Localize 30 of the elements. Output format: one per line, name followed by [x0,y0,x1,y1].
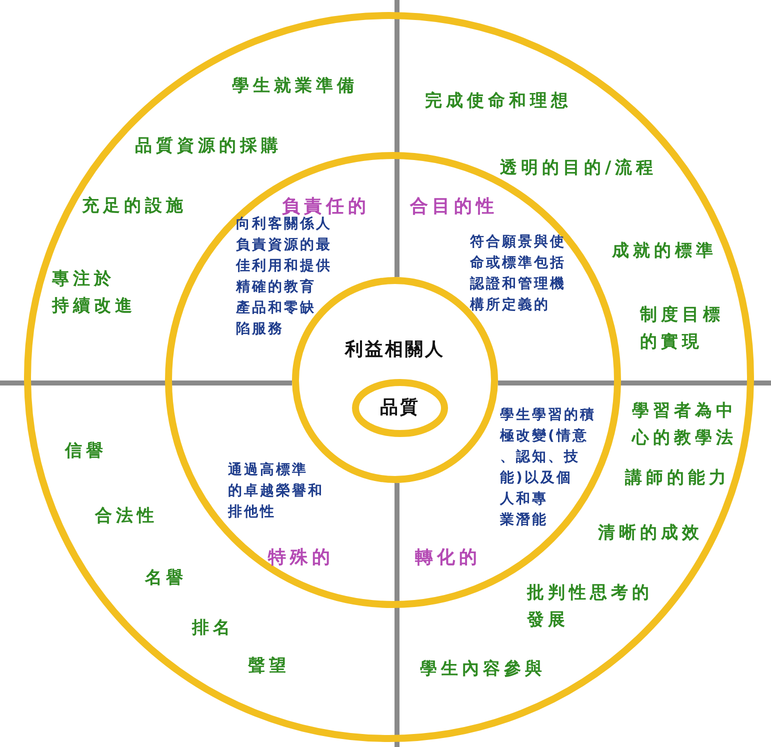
area-label: 學生就業準備 [232,75,358,98]
area-label: 學習者為中心的教學法 [632,400,737,450]
area-label: 品質資源的採購 [135,135,282,158]
description-text: 符合願景與使命或標準包括認證和管理機構所定義的 [470,233,566,315]
area-label: 聲望 [248,655,290,678]
dimension-heading: 合目的性 [410,195,498,219]
dimension-heading: 負責任的 [282,195,370,217]
core-ellipse [352,379,448,437]
description-text: 向利客關係人負責資源的最佳利用和提供精確的教育產品和零缺陷服務 [236,216,332,339]
center-label: 品質 [380,396,420,420]
area-label: 學生內容參與 [420,658,546,681]
area-label: 完成使命和理想 [425,90,572,113]
center-label: 利益相關人 [345,338,445,362]
dimension-heading: 特殊的 [268,546,334,570]
area-label: 名譽 [145,567,187,590]
area-label: 透明的目的/流程 [500,157,658,180]
area-label: 講師的能力 [625,467,730,490]
area-label: 合法性 [95,505,158,528]
area-label: 充足的設施 [82,195,187,218]
area-label: 成就的標準 [612,240,717,263]
area-label: 批判性思考的發展 [527,582,653,632]
description-text: 通過高標準的卓越榮譽和排他性 [228,460,324,522]
area-label: 專注於持續改進 [52,268,136,318]
area-label: 排名 [192,617,234,640]
area-label: 清晰的成效 [598,522,703,545]
area-label: 制度目標的實現 [640,304,724,354]
outer-ring [24,12,754,742]
dimension-heading: 轉化的 [415,546,481,570]
description-text: 學生學習的積極改變(情意、認知、技能)以及個人和專業潛能 [500,406,596,530]
area-label: 信譽 [65,440,107,463]
